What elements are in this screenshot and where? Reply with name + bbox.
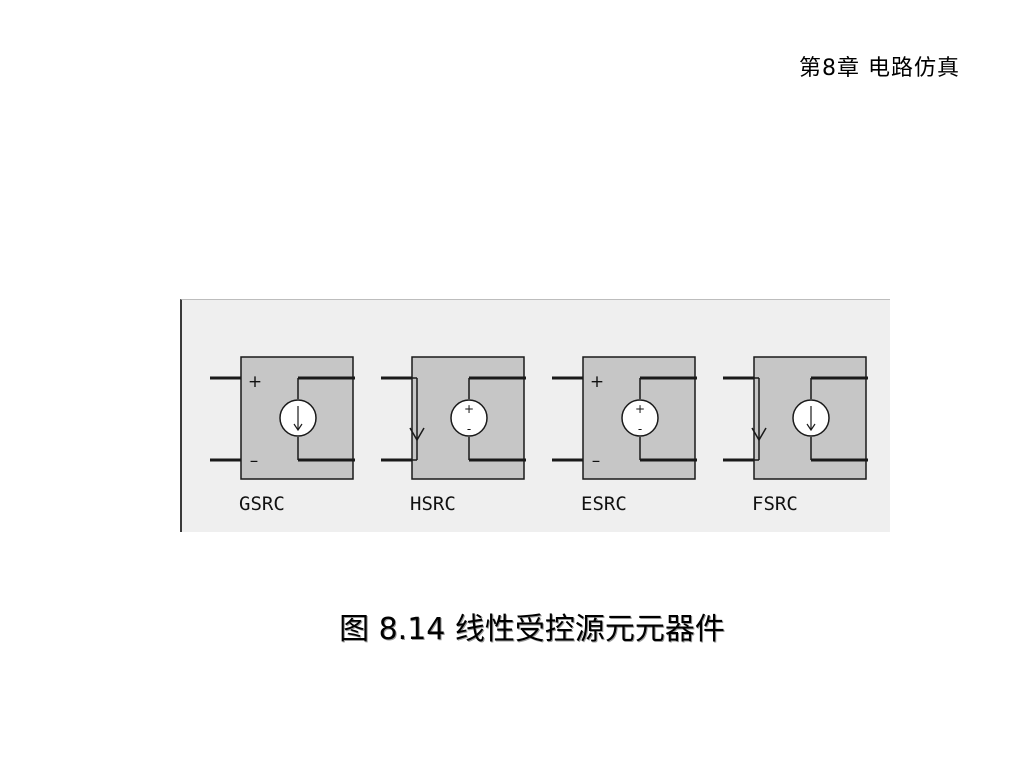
input-arrow-head (751, 427, 767, 442)
source-circle (621, 399, 659, 437)
component-hsrc: + - HSRC (381, 356, 526, 515)
component-gsrc: + – GSRC (210, 356, 355, 515)
chapter-header: 第8章 电路仿真 (799, 56, 960, 81)
component-label: HSRC (410, 493, 456, 515)
source-minus-sign: - (467, 422, 471, 436)
source-arrow-head (806, 423, 816, 432)
input-plus-sign: + (248, 372, 262, 392)
source-plus-sign: + (635, 402, 645, 416)
input-arrow-head (409, 427, 425, 442)
figure-panel: + – GSRC + - HSRC + - + – ESRC FSRC (180, 299, 890, 532)
source-plus-sign: + (464, 402, 474, 416)
component-fsrc: FSRC (723, 356, 868, 515)
figure-caption: 图 8.14 线性受控源元元器件 (339, 612, 725, 647)
component-label: GSRC (239, 493, 285, 515)
input-minus-sign: – (592, 451, 601, 471)
input-minus-sign: – (250, 451, 259, 471)
component-label: FSRC (752, 493, 798, 515)
input-plus-sign: + (590, 372, 604, 392)
source-minus-sign: - (638, 422, 642, 436)
controlled-sources-diagram: + – GSRC + - HSRC + - + – ESRC FSRC (210, 356, 868, 515)
source-arrow-head (293, 423, 303, 432)
source-circle (450, 399, 488, 437)
component-label: ESRC (581, 493, 627, 515)
component-esrc: + - + – ESRC (552, 356, 697, 515)
